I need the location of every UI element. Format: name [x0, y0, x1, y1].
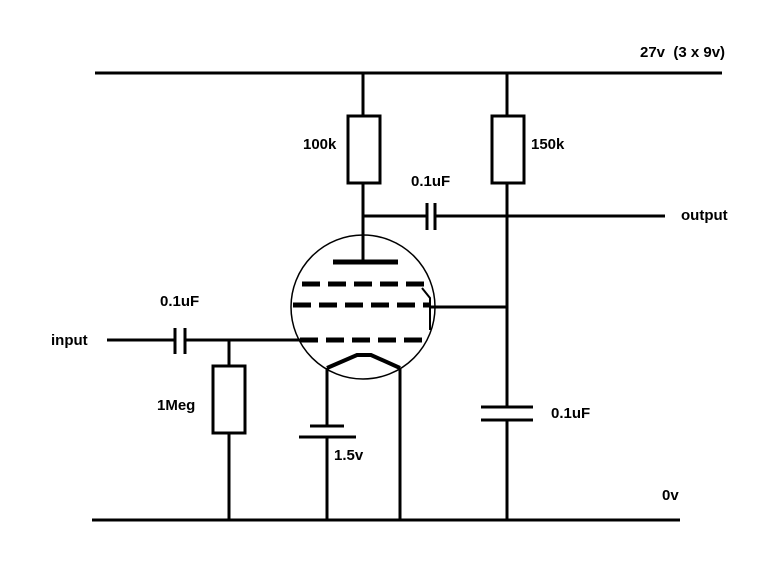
ground-label: 0v — [662, 487, 679, 504]
screen-bypass-capacitor — [481, 405, 533, 520]
input-capacitor — [107, 328, 300, 354]
grid-resistor-label: 1Meg — [157, 397, 195, 414]
output-capacitor-label: 0.1uF — [411, 173, 450, 190]
output-label: output — [681, 207, 728, 224]
screen-grid-connection — [421, 287, 507, 330]
input-label: input — [51, 332, 88, 349]
screen-resistor — [490, 73, 526, 407]
input-capacitor-label: 0.1uF — [160, 293, 199, 310]
tube-filament — [326, 353, 401, 370]
plate-resistor — [346, 73, 382, 262]
screen-bypass-capacitor-label: 0.1uF — [551, 405, 590, 422]
supply-label: 27v (3 x 9v) — [640, 44, 725, 61]
output-capacitor — [363, 203, 665, 230]
screen-resistor-label: 150k — [531, 136, 565, 153]
grid-resistor — [211, 340, 247, 520]
battery-label: 1.5v — [334, 447, 364, 464]
plate-resistor-label: 100k — [303, 136, 337, 153]
filament-battery — [299, 368, 356, 520]
